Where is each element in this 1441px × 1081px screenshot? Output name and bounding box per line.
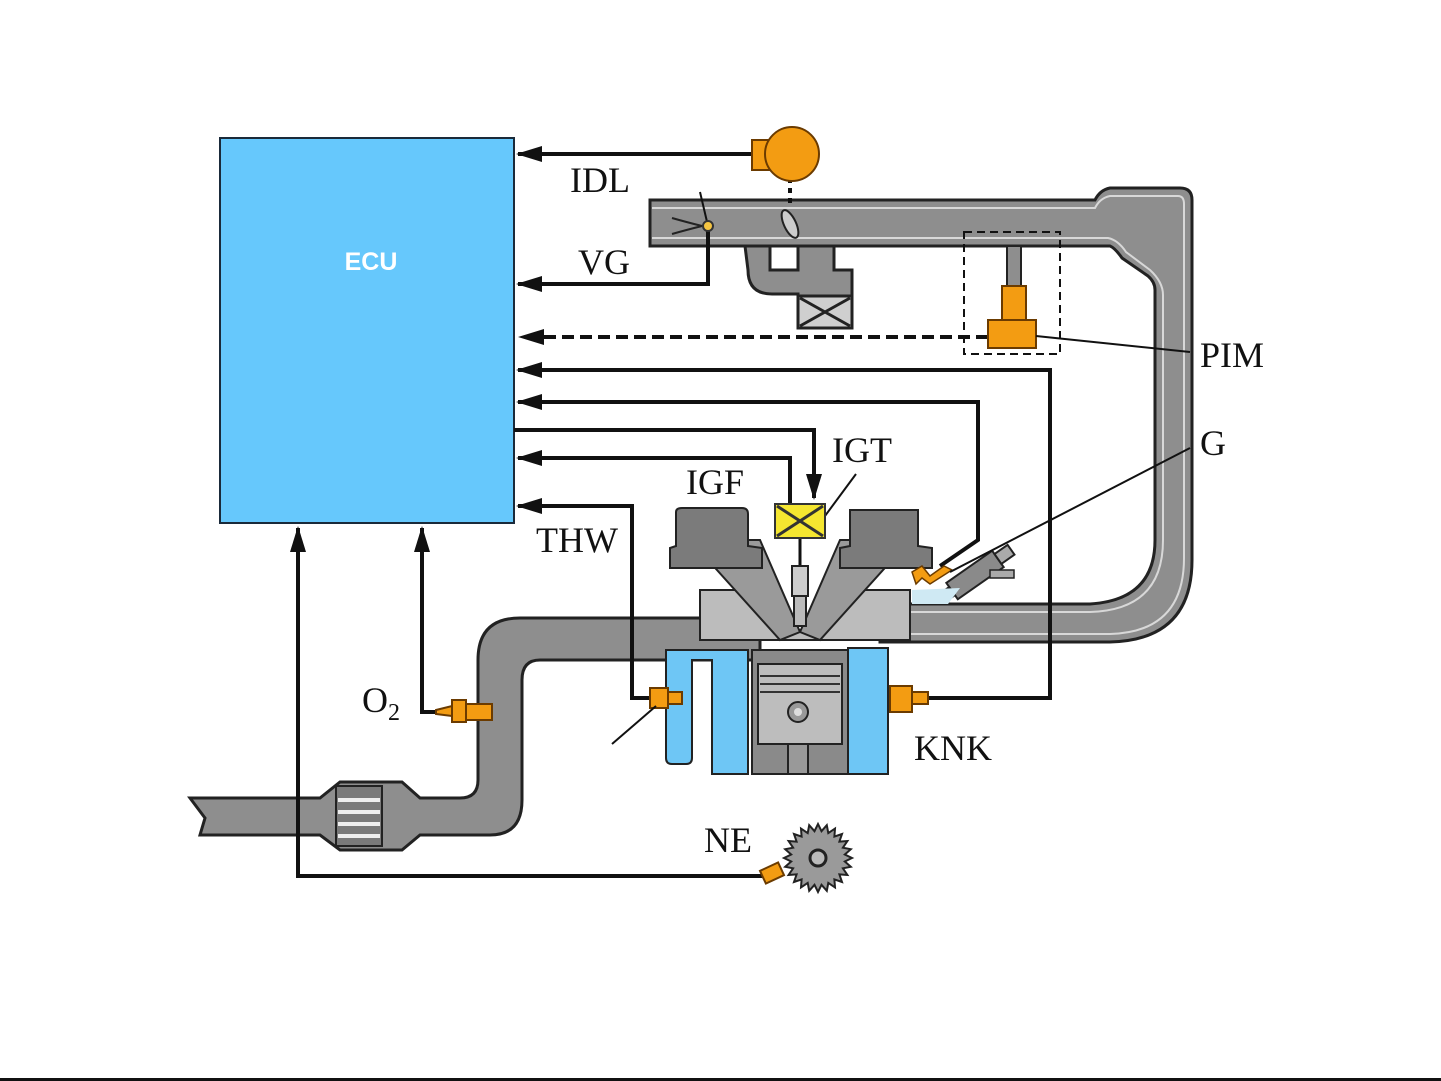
crank-gear-icon: [784, 824, 852, 892]
label-thw: THW: [536, 520, 618, 560]
cam-cover-right: [840, 510, 932, 568]
coolant-temperature-sensor: [650, 688, 682, 708]
label-idl: IDL: [570, 160, 630, 200]
ecu-block[interactable]: ECU: [220, 138, 514, 523]
air-flow-meter: [703, 221, 713, 231]
gear-hub: [810, 850, 826, 866]
label-igf: IGF: [686, 462, 744, 502]
label-igt: IGT: [832, 430, 892, 470]
knock-sensor: [890, 686, 928, 712]
manifold-pressure-sensor: [988, 286, 1036, 348]
label-knk: KNK: [914, 728, 992, 768]
catalytic-converter: [336, 786, 382, 846]
throttle-position-sensor: [752, 127, 819, 181]
oxygen-sensor: [436, 700, 492, 722]
label-vg: VG: [578, 242, 630, 282]
signal-igf[interactable]: [518, 458, 790, 504]
idle-air-bypass: [745, 246, 852, 328]
label-g: G: [1200, 423, 1226, 463]
label-ne: NE: [704, 820, 752, 860]
igniter: [775, 504, 825, 538]
cam-cover-left: [670, 508, 762, 568]
coolant-jacket-left: [666, 650, 748, 774]
coolant-jacket-right: [848, 648, 888, 774]
label-o2: O2: [362, 680, 400, 726]
ecu-label: ECU: [345, 248, 398, 276]
label-pim: PIM: [1200, 335, 1264, 375]
spark-plug: [792, 538, 808, 626]
crankshaft-position-sensor: [760, 862, 784, 883]
